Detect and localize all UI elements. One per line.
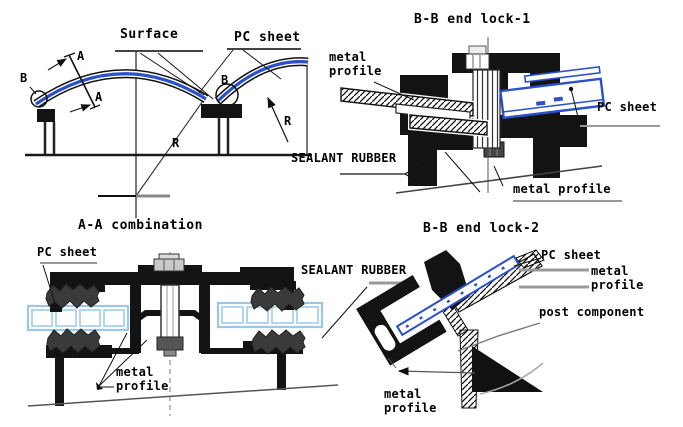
pc-sheet-end-lock-2 [395,254,521,337]
baseline [395,165,603,194]
end-lock-1-diagram [339,37,660,202]
pc-sheet-arc-right [214,57,309,105]
el2-pc-sheet-label: PC sheet [541,248,602,262]
pc-sheet-arc-label: PC sheet [234,30,301,45]
surface-label: Surface [120,27,179,42]
sealant-leader [340,158,431,187]
el1-pc-sheet-label: PC sheet [597,100,658,114]
center-bolt [153,253,185,357]
baseline [27,384,339,407]
section-line-a [47,52,101,113]
aa-combination-caption: A-A combination [78,218,203,233]
section-a-top-label: A [77,49,85,63]
end-lock-2-title: B-B end lock-2 [423,221,540,236]
end-clamp [356,275,447,366]
metal-profile-bottom-leader [387,357,476,376]
pc-sheet-arc-left [33,69,209,108]
sealant-rubber-strips [339,85,489,138]
arc-diagram [25,48,312,218]
aa-metal-profile-label: metal profile [116,365,169,393]
aa-pc-sheet-label: PC sheet [37,245,98,259]
el1-metal-profile-top-label: metal profile [329,50,382,78]
radius-center-label: R [172,136,180,150]
detail-circle-b-left [30,90,48,108]
el2-metal-profile-right-label: metal profile [591,264,644,292]
section-a-bottom-label: A [95,90,103,104]
bolt-head [465,53,490,70]
end-lock-1-title: B-B end lock-1 [414,12,531,27]
end-lock-2-diagram [321,249,589,409]
el2-post-component-label: post component [539,305,645,319]
el1-sealant-rubber-label: SEALANT RUBBER [291,151,397,165]
end-b-mid-label: B [221,73,229,87]
el2-metal-profile-bottom-label: metal profile [384,387,437,415]
post-component [441,303,544,409]
aa-combination-diagram [26,252,339,416]
pc-sheet-left-multiwall [26,304,130,332]
el2-sealant-rubber-label: SEALANT RUBBER [301,263,407,277]
post-component-leader [457,322,541,352]
end-b-left-label: B [20,71,28,85]
radius-line [135,97,206,197]
metal-profile-leader [96,332,148,390]
arc-supports [37,104,242,122]
el1-metal-profile-bottom-label: metal profile [513,182,611,196]
radius-arrow-right [267,96,289,143]
support-legs [43,118,230,154]
pc-sheet-end-lock-1 [499,65,606,120]
radius-right-label: R [284,114,292,128]
